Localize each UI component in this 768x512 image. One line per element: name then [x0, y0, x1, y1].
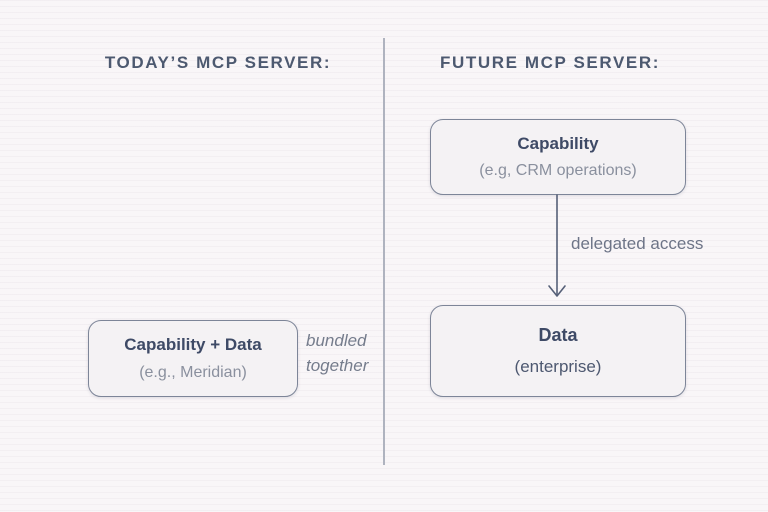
- arrow-down-icon: [548, 194, 566, 297]
- data-box: Data (enterprise): [430, 305, 686, 397]
- capability-plus-data-box-subtitle: (e.g., Meridian): [139, 364, 247, 381]
- data-box-title: Data: [538, 325, 578, 345]
- capability-box-subtitle: (e.g, CRM operations): [479, 162, 637, 179]
- capability-box: Capability (e.g, CRM operations): [430, 119, 686, 195]
- capability-plus-data-box-title: Capability + Data: [124, 335, 262, 354]
- right-panel-heading: FUTURE MCP SERVER:: [440, 53, 660, 72]
- bundled-together-annotation: bundled together: [306, 328, 368, 378]
- data-box-subtitle: (enterprise): [514, 357, 602, 376]
- left-panel-heading: TODAY’S MCP SERVER:: [104, 53, 332, 72]
- bundled-together-annotation-line1: bundled: [306, 331, 367, 350]
- delegated-access-label: delegated access: [571, 234, 704, 253]
- capability-plus-data-box: Capability + Data (e.g., Meridian): [88, 320, 298, 397]
- panel-divider: [383, 38, 385, 465]
- bundled-together-annotation-line2: together: [306, 356, 369, 375]
- capability-box-title: Capability: [517, 134, 599, 153]
